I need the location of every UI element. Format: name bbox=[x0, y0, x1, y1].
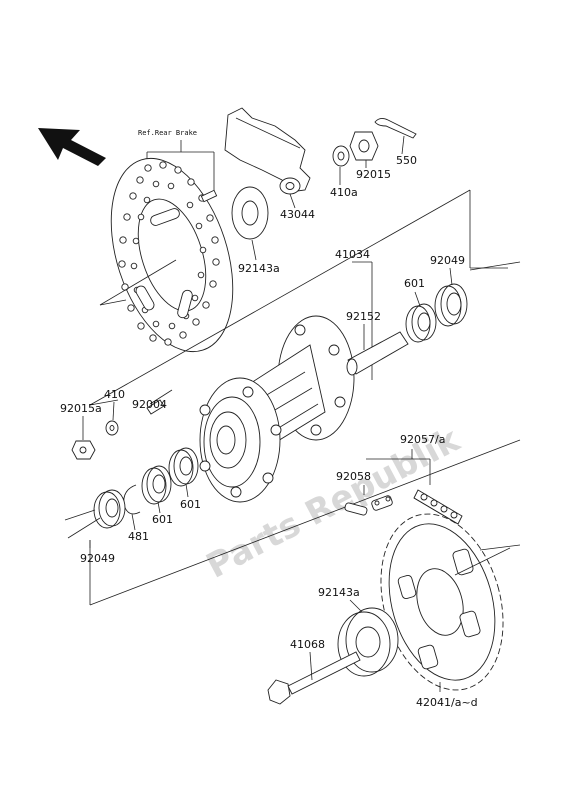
label-41068: 41068 bbox=[290, 638, 325, 651]
label-601-mid: 601 bbox=[180, 498, 201, 511]
collar-bottom[interactable] bbox=[337, 607, 399, 677]
label-481: 481 bbox=[128, 530, 149, 543]
label-92143a-top: 92143a bbox=[238, 262, 280, 275]
disc-bolt[interactable] bbox=[200, 189, 218, 203]
bearing-mid[interactable] bbox=[168, 447, 199, 487]
label-43044: 43044 bbox=[280, 208, 315, 221]
label-92015a: 92015a bbox=[60, 402, 102, 415]
label-92049-bottom: 92049 bbox=[80, 552, 115, 565]
ref-rear-brake-label: Ref.Rear Brake bbox=[138, 129, 197, 137]
label-92143a-bottom: 92143a bbox=[318, 586, 360, 599]
label-410a: 410a bbox=[330, 186, 358, 199]
seal-bottom[interactable] bbox=[93, 489, 126, 529]
label-601-low: 601 bbox=[152, 513, 173, 526]
spacer-92152[interactable] bbox=[346, 331, 409, 376]
label-92015: 92015 bbox=[356, 168, 391, 181]
label-601-top: 601 bbox=[404, 277, 425, 290]
nut-92015[interactable] bbox=[349, 131, 379, 161]
label-92057a: 92057/a bbox=[400, 433, 445, 446]
label-41034: 41034 bbox=[335, 248, 370, 261]
label-92004: 92004 bbox=[132, 398, 167, 411]
circlip-481[interactable] bbox=[123, 484, 141, 515]
bearing-low[interactable] bbox=[141, 465, 172, 505]
seal-top[interactable] bbox=[434, 283, 468, 327]
stud-92004[interactable] bbox=[146, 389, 173, 415]
front-direction-arrow-icon bbox=[38, 128, 106, 166]
chain-joint-link[interactable] bbox=[344, 495, 393, 516]
cotter-pin[interactable] bbox=[374, 117, 417, 139]
wheel-hub[interactable] bbox=[199, 315, 355, 503]
axle-bolt[interactable] bbox=[267, 651, 361, 705]
brake-disc[interactable] bbox=[89, 143, 255, 367]
washer-410a[interactable] bbox=[332, 145, 350, 167]
washer-410[interactable] bbox=[105, 420, 119, 436]
nut-92015a[interactable] bbox=[71, 440, 96, 460]
label-92058: 92058 bbox=[336, 470, 371, 483]
caliper-bracket[interactable] bbox=[224, 107, 311, 195]
collar-top[interactable] bbox=[231, 186, 269, 240]
label-410: 410 bbox=[104, 388, 125, 401]
label-92152: 92152 bbox=[346, 310, 381, 323]
label-42041: 42041/a~d bbox=[416, 696, 478, 709]
rear-sprocket[interactable] bbox=[361, 499, 522, 704]
label-92049-top: 92049 bbox=[430, 254, 465, 267]
drive-chain[interactable] bbox=[413, 489, 463, 525]
bearing-top[interactable] bbox=[405, 303, 437, 343]
label-550: 550 bbox=[396, 154, 417, 167]
